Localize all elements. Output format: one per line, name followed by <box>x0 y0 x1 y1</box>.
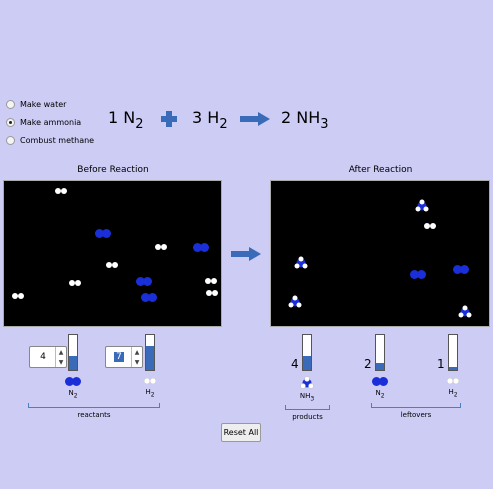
h2-molecule-icon <box>155 244 167 250</box>
level-fill <box>303 356 311 370</box>
before-h2-level-bar <box>145 334 155 371</box>
transition-arrow-icon <box>231 247 261 261</box>
radio-button[interactable] <box>6 118 15 127</box>
radio-button[interactable] <box>6 100 15 109</box>
radio-make-ammonia[interactable]: Make ammonia <box>6 118 81 127</box>
reset-all-button[interactable]: Reset All <box>221 423 261 442</box>
equation-term-n2: 1 N2 <box>108 108 144 132</box>
spinner-down-icon[interactable]: ▼ <box>134 358 140 366</box>
leftovers-label: leftovers <box>400 411 432 419</box>
after-reaction-title: After Reaction <box>348 165 413 175</box>
spinner-up-icon[interactable]: ▲ <box>58 348 64 356</box>
h2-quantity-spinner[interactable]: 7 ▲ ▼ <box>105 346 143 368</box>
after-n2-count: 2 <box>364 357 372 371</box>
h2-molecule-icon <box>55 188 67 194</box>
after-n2-label: N2 <box>375 389 385 400</box>
nh3-molecule-icon <box>288 295 302 308</box>
level-fill <box>69 356 77 370</box>
level-fill <box>376 363 384 370</box>
reactants-bracket <box>28 403 160 408</box>
before-n2-label: N2 <box>68 389 78 400</box>
n2-molecule-icon <box>95 229 111 238</box>
after-h2-level-bar <box>448 334 458 371</box>
n2-molecule-icon <box>141 293 157 302</box>
h2-molecule-icon <box>424 223 436 229</box>
radio-button[interactable] <box>6 136 15 145</box>
after-n2-level-bar <box>375 334 385 371</box>
after-h2-label: H2 <box>448 388 458 399</box>
level-fill <box>146 345 154 370</box>
radio-label: Make ammonia <box>20 118 82 127</box>
n2-molecule-icon <box>136 277 152 286</box>
products-label: products <box>292 413 323 421</box>
h2-quantity-value[interactable]: 7 <box>114 352 124 362</box>
n2-molecule-icon <box>372 377 388 386</box>
reaction-arrow-icon <box>240 112 270 126</box>
nh3-molecule-icon <box>300 376 314 389</box>
radio-label: Combust methane <box>20 136 95 145</box>
h2-molecule-icon <box>206 290 218 296</box>
h2-molecule-icon <box>69 280 81 286</box>
after-reaction-box <box>270 180 490 327</box>
n2-molecule-icon <box>193 243 209 252</box>
h2-molecule-icon <box>106 262 118 268</box>
after-h2-count: 1 <box>437 357 445 371</box>
h2-molecule-icon <box>447 378 459 384</box>
before-h2-label: H2 <box>145 388 155 399</box>
h2-molecule-icon <box>144 378 156 384</box>
reactants-label: reactants <box>77 411 111 419</box>
equation-term-nh3: 2 NH3 <box>281 108 329 132</box>
h2-molecule-icon <box>205 278 217 284</box>
after-nh3-label: NH3 <box>299 392 315 403</box>
products-bracket <box>285 405 330 410</box>
radio-combust-methane[interactable]: Combust methane <box>6 136 94 145</box>
after-nh3-level-bar <box>302 334 312 371</box>
equation-term-h2: 3 H2 <box>192 108 228 132</box>
radio-make-water[interactable]: Make water <box>6 100 66 109</box>
n2-quantity-value[interactable]: 4 <box>40 352 46 362</box>
n2-molecule-icon <box>65 377 81 386</box>
leftovers-bracket <box>371 403 461 408</box>
nh3-molecule-icon <box>294 256 308 269</box>
n2-quantity-spinner[interactable]: 4 ▲ ▼ <box>29 346 67 368</box>
nh3-molecule-icon <box>458 305 472 318</box>
nh3-molecule-icon <box>415 199 429 212</box>
before-n2-level-bar <box>68 334 78 371</box>
h2-molecule-icon <box>12 293 24 299</box>
radio-label: Make water <box>20 100 67 109</box>
spinner-up-icon[interactable]: ▲ <box>134 348 140 356</box>
level-fill <box>449 366 457 370</box>
n2-molecule-icon <box>410 270 426 279</box>
before-reaction-box <box>3 180 222 327</box>
spinner-down-icon[interactable]: ▼ <box>58 358 64 366</box>
plus-icon <box>161 111 177 127</box>
nh3-count: 4 <box>291 357 299 371</box>
before-reaction-title: Before Reaction <box>77 165 149 175</box>
n2-molecule-icon <box>453 265 469 274</box>
